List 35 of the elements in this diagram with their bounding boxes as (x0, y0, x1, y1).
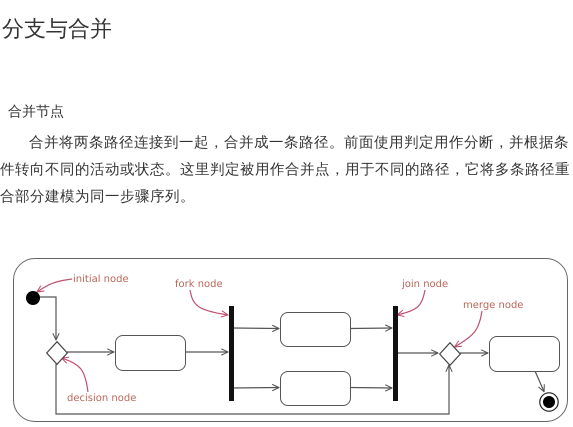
leader-line (396, 290, 426, 317)
arrow (39, 296, 60, 341)
arrow (67, 348, 115, 356)
action-box (280, 371, 351, 406)
arrow (55, 364, 453, 415)
heading: 分支与合并 (2, 16, 112, 44)
arrow (397, 349, 439, 357)
arrow (233, 324, 280, 332)
paragraph: 合并将两条路径连接到一起，合并成一条路径。前面使用判定用作分断，并根据条件转向不同的活动或状态。这里判定被用作合并点，用于不同的路径，它将多条路径重合部分建模为同一步骤序列。 (0, 134, 571, 207)
diamond (46, 341, 68, 365)
action-box (280, 312, 351, 347)
sync-bar (393, 306, 398, 401)
annotation-label: initial node (73, 274, 129, 286)
arrow (233, 384, 280, 392)
arrow (185, 348, 229, 356)
arrow (460, 349, 489, 357)
initial-node (26, 291, 40, 305)
leader-line (36, 278, 72, 293)
diamond (439, 342, 461, 366)
activity-frame (13, 258, 568, 422)
final-node (539, 392, 559, 412)
annotation-label: join node (402, 279, 448, 291)
annotation-label: fork node (175, 279, 223, 291)
sync-bar (229, 306, 234, 401)
arrow (350, 324, 393, 332)
section-heading: 合并节点 (8, 103, 64, 121)
leader-line (60, 356, 89, 392)
arrow (534, 370, 545, 392)
annotation-label: decision node (67, 393, 136, 405)
arrow (350, 384, 393, 392)
leader-line (189, 290, 229, 318)
annotation-label: merge node (463, 300, 524, 312)
action-box (489, 336, 560, 372)
leader-line (454, 310, 483, 348)
action-box (115, 335, 186, 371)
